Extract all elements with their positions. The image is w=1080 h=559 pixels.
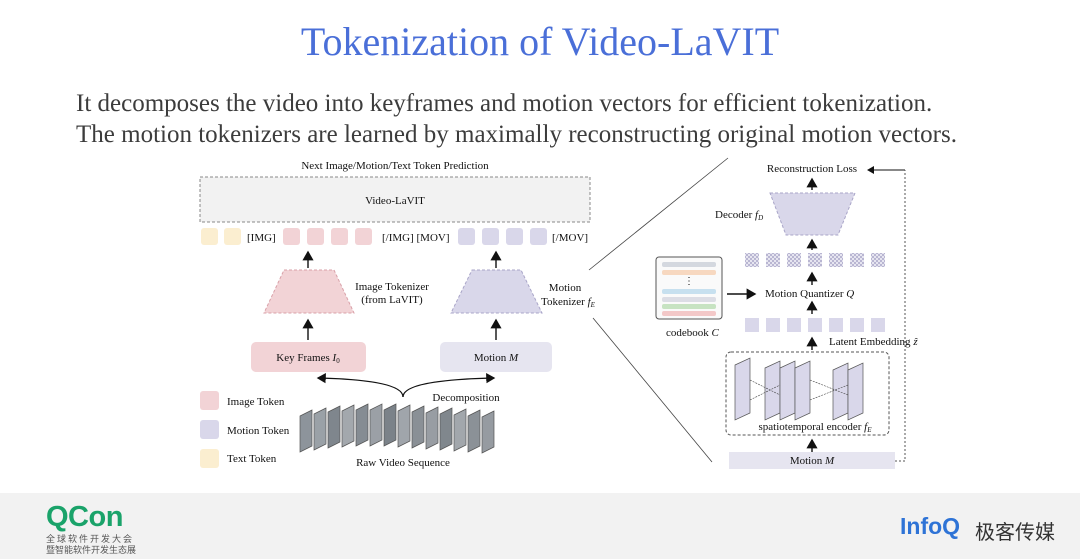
key-frames-subscript: 0: [336, 357, 340, 365]
encoder-box: [725, 351, 890, 436]
motion-input-text: Motion: [790, 455, 825, 467]
raw-video-frames: [299, 403, 495, 454]
image-tokenizer-label: Image Tokenizer: [355, 281, 429, 293]
motion-token: [482, 228, 499, 245]
legend-image-label: Image Token: [227, 396, 285, 408]
motion-quantizer-symbol: Q: [846, 288, 854, 300]
qcon-tagline-2: 暨智能软件开发生态展: [46, 545, 137, 555]
latent-embedding-label: Latent Embedding ẑ: [829, 336, 918, 348]
motion-tokenizer-label: Tokenizer fE: [541, 296, 596, 309]
key-frames-label: Key Frames I0: [276, 352, 340, 365]
decoder-label: Decoder fD: [715, 209, 763, 222]
latent-embedding-text: Latent Embedding: [829, 336, 913, 348]
video-lavit-label: Video-LaVIT: [365, 195, 425, 207]
quantized-tokens: [745, 253, 885, 267]
motion-token: [506, 228, 523, 245]
video-lavit-box: [199, 176, 591, 223]
legend-text-swatch: [200, 449, 219, 468]
subtitle-line-1: It decomposes the video into keyframes a…: [76, 90, 933, 117]
motion-tokenizer-symbol: f: [588, 296, 593, 308]
next-token-prediction-label: Next Image/Motion/Text Token Prediction: [301, 160, 489, 172]
legend-motion-label: Motion Token: [227, 425, 290, 437]
motion-token: [530, 228, 547, 245]
encoder-symbol: f: [864, 421, 869, 433]
image-tokenizer-sublabel: (from LaVIT): [361, 294, 423, 306]
image-token: [355, 228, 372, 245]
motion-token: [458, 228, 475, 245]
image-token: [331, 228, 348, 245]
motion-tokenizer-shape: [450, 269, 543, 314]
text-token: [201, 228, 218, 245]
motion-box: [440, 342, 552, 372]
reconstruction-loss-label: Reconstruction Loss: [767, 163, 857, 175]
image-tokenizer-shape: [263, 269, 355, 314]
encoder-label: spatiotemporal encoder fE: [758, 421, 872, 434]
legend-motion-swatch: [200, 420, 219, 439]
motion-input-symbol: M: [824, 455, 835, 467]
legend-image-swatch: [200, 391, 219, 410]
legend-text-label: Text Token: [227, 453, 277, 465]
img-end-mov-token-label: [/IMG] [MOV]: [382, 232, 450, 244]
loss-feedback-line: [895, 170, 906, 462]
encoder-subscript: E: [866, 426, 872, 434]
encoder-text: spatiotemporal encoder: [758, 421, 864, 433]
image-token: [307, 228, 324, 245]
decomposition-arrow-right: [402, 372, 496, 398]
raw-video-label: Raw Video Sequence: [356, 457, 450, 469]
tokenization-diagram: Next Image/Motion/Text Token Prediction …: [199, 157, 918, 469]
token-row: [IMG] [/IMG] [MOV] [/MOV]: [201, 228, 588, 245]
decoder-shape: [769, 192, 856, 236]
image-token: [283, 228, 300, 245]
zoom-line-bottom: [592, 317, 713, 463]
motion-quantizer-label: Motion Quantizer Q: [765, 288, 854, 300]
decomposition-label: Decomposition: [432, 392, 500, 404]
key-frames-box: [251, 342, 366, 372]
motion-box-text: Motion: [474, 352, 509, 364]
subtitle-line-2: The motion tokenizers are learned by max…: [76, 121, 957, 148]
latent-tokens: [745, 318, 885, 332]
zoom-line-top: [588, 157, 729, 271]
decoder-text: Decoder: [715, 209, 755, 221]
key-frames-text: Key Frames: [276, 352, 332, 364]
motion-input-label: Motion M: [790, 455, 835, 467]
codebook-text: codebook: [666, 327, 712, 339]
motion-box-symbol: M: [508, 352, 519, 364]
motion-quantizer-text: Motion Quantizer: [765, 288, 846, 300]
codebook-ellipsis: ⋮: [684, 276, 694, 287]
qcon-logo: QCon: [46, 501, 123, 533]
mov-end-token-label: [/MOV]: [552, 232, 588, 244]
motion-tokenizer-subscript: E: [590, 301, 596, 309]
motion-box-label: Motion M: [474, 352, 519, 364]
text-token: [224, 228, 241, 245]
footer-bar: QCon 全球软件开发大会 暨智能软件开发生态展 InfoQ 极客传媒: [0, 493, 1080, 559]
geekbang-name: 极客传媒: [975, 522, 1055, 544]
decoder-symbol: f: [755, 209, 760, 221]
codebook-symbol: C: [712, 327, 720, 339]
latent-embedding-symbol: ẑ: [912, 336, 918, 348]
slide-title: Tokenization of Video-LaVIT: [300, 19, 780, 64]
encoder-feature-maps: [734, 357, 864, 421]
key-frames-symbol: I: [332, 352, 338, 364]
motion-tokenizer-text: Tokenizer: [541, 296, 588, 308]
infoq-logo: InfoQ: [900, 513, 961, 539]
decoder-subscript: D: [757, 214, 763, 222]
motion-tokenizer-label: Motion: [549, 282, 582, 294]
decomposition-arrow-left: [316, 372, 404, 398]
qcon-tagline: 全球软件开发大会: [46, 534, 135, 544]
motion-input-box: [729, 452, 895, 469]
codebook-label: codebook C: [666, 327, 720, 339]
img-token-label: [IMG]: [247, 232, 276, 244]
